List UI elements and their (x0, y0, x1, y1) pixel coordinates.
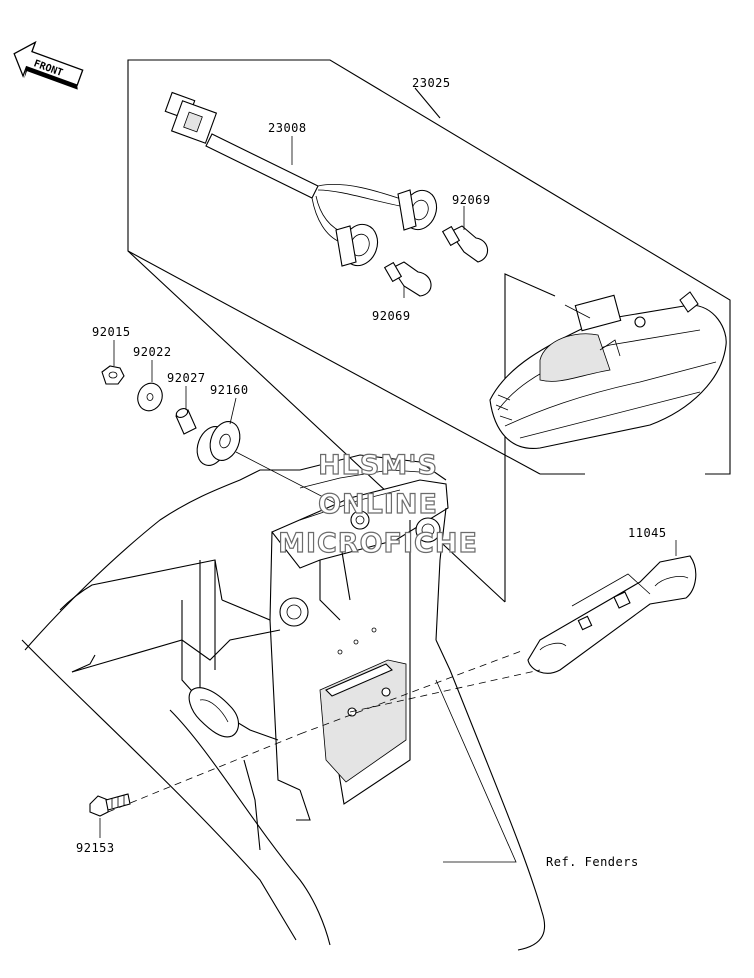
label-92160: 92160 (210, 383, 249, 397)
label-23008: 23008 (268, 121, 307, 135)
bolt (89, 793, 131, 817)
license-bracket (527, 555, 697, 674)
assembly-frame (127, 59, 731, 603)
ref-fenders-label: Ref. Fenders (546, 855, 639, 869)
label-92015: 92015 (92, 325, 131, 339)
watermark-line-2: ONLINE (318, 489, 438, 520)
collar (175, 408, 197, 435)
label-92069-upper: 92069 (452, 193, 491, 207)
wiring-harness (164, 91, 438, 267)
watermark-line-3: MICROFICHE (278, 528, 478, 559)
bulb-upper (441, 225, 489, 263)
watermark-line-1: HLSM'S (318, 450, 438, 481)
leader-lines (99, 136, 677, 863)
rear-fender (21, 454, 546, 951)
label-92022: 92022 (133, 345, 172, 359)
bulb-lower (383, 261, 432, 297)
tail-light-lens (489, 291, 727, 449)
label-23025: 23025 (412, 76, 451, 90)
nut (101, 365, 125, 385)
damper (196, 421, 241, 466)
washer (137, 382, 163, 412)
front-arrow-icon: FRONT (13, 40, 84, 90)
label-11045: 11045 (628, 526, 667, 540)
label-92153: 92153 (76, 841, 115, 855)
label-92069-lower: 92069 (372, 309, 411, 323)
label-92027: 92027 (167, 371, 206, 385)
watermark: HLSM'S ONLINE MICROFICHE (277, 449, 478, 559)
